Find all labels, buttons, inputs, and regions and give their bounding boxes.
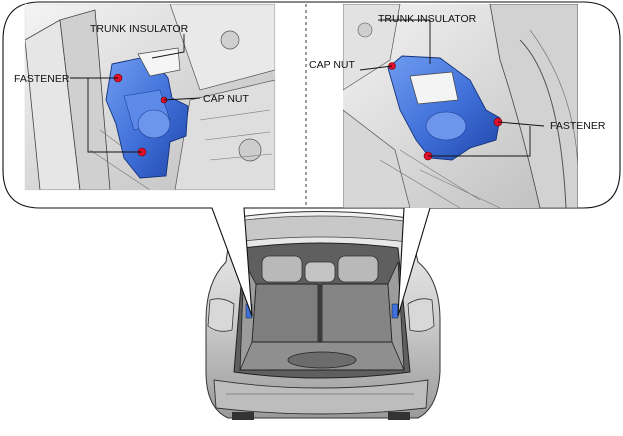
- right-leader-lines: [359, 19, 545, 157]
- right-detail-view: [343, 4, 578, 208]
- vehicle-rear-view: [205, 211, 441, 420]
- right-fastener-label: FASTENER: [550, 120, 606, 132]
- left-trunk-insulator-label: TRUNK INSULATOR: [90, 23, 189, 35]
- right-cap-nut-label: CAP NUT: [309, 59, 355, 71]
- left-leader-lines: [70, 34, 201, 153]
- left-fastener-label: FASTENER: [14, 73, 70, 85]
- left-cap-nut-label: CAP NUT: [203, 93, 249, 105]
- right-trunk-insulator-label: TRUNK INSULATOR: [378, 13, 477, 25]
- left-detail-view: [25, 4, 275, 190]
